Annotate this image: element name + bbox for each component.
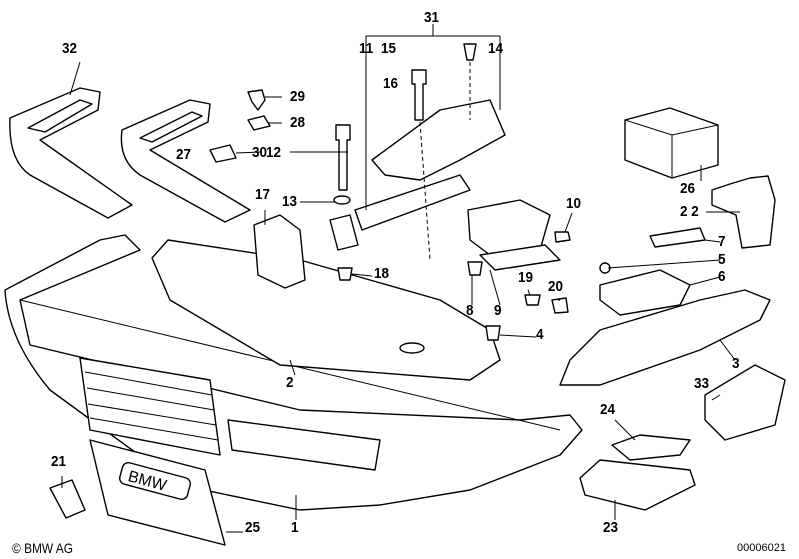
- part-4-clip: [485, 325, 501, 341]
- label-23: 23: [603, 519, 619, 536]
- part-17-bracket: [253, 214, 306, 289]
- label-30: 30: [252, 144, 268, 161]
- label-31: 31: [424, 9, 440, 26]
- label-12: 12: [266, 144, 282, 161]
- part-grille: [79, 357, 221, 456]
- label-11: 11: [359, 40, 374, 57]
- label-24: 24: [600, 401, 616, 418]
- label-4: 4: [536, 326, 544, 343]
- label-15: 15: [381, 40, 397, 57]
- part-32-trim: [9, 87, 133, 219]
- part-8-screw: [467, 261, 483, 276]
- label-10: 10: [566, 195, 582, 212]
- part-15-screw: [463, 43, 477, 61]
- part-28-nut: [247, 115, 271, 131]
- part-23-grille: [579, 459, 696, 511]
- copyright-text: © BMW AG: [12, 540, 74, 556]
- part-18-screw: [337, 267, 353, 281]
- part-12-bolt: [335, 124, 351, 191]
- part-16-bolt: [411, 69, 427, 121]
- label-29: 29: [290, 88, 306, 105]
- label-18: 18: [374, 265, 390, 282]
- label-13: 13: [282, 193, 298, 210]
- part-2-carrier: [151, 239, 501, 381]
- label-33: 33: [694, 375, 710, 392]
- label-26: 26: [680, 180, 696, 197]
- part-29-clip: [247, 89, 266, 111]
- part-24-grille: [611, 434, 691, 461]
- part-14-bracket: [371, 99, 506, 181]
- part-7-clip: [649, 227, 706, 248]
- part-30-clip: [209, 144, 237, 163]
- label-6: 6: [718, 268, 726, 285]
- label-20: 20: [548, 278, 564, 295]
- label-21: 21: [51, 453, 67, 470]
- label-7: 7: [718, 233, 726, 250]
- label-25: 25: [245, 519, 261, 536]
- label-28: 28: [290, 114, 306, 131]
- label-1: 1: [291, 519, 299, 536]
- part-33-duct: [704, 364, 786, 441]
- label-22: 2 2: [680, 203, 699, 220]
- label-8: 8: [466, 302, 474, 319]
- part-22-guide: [711, 175, 776, 249]
- part-20-clip: [551, 297, 569, 314]
- label-27: 27: [176, 146, 192, 163]
- label-16: 16: [383, 75, 399, 92]
- label-9: 9: [494, 302, 502, 319]
- part-21-bracket: [49, 479, 86, 519]
- part-11-mount: [329, 214, 359, 251]
- diagram-id: 00006021: [737, 542, 786, 554]
- label-32: 32: [62, 40, 78, 57]
- part-3-side-carrier: [559, 289, 771, 386]
- label-17: 17: [255, 186, 271, 203]
- part-10-bolt: [554, 231, 571, 243]
- part-19-screw: [524, 294, 541, 306]
- label-3: 3: [732, 355, 740, 372]
- part-6-bracket: [599, 269, 691, 316]
- label-14: 14: [488, 40, 504, 57]
- label-19: 19: [518, 269, 534, 286]
- label-2: 2: [286, 374, 294, 391]
- label-5: 5: [718, 251, 726, 268]
